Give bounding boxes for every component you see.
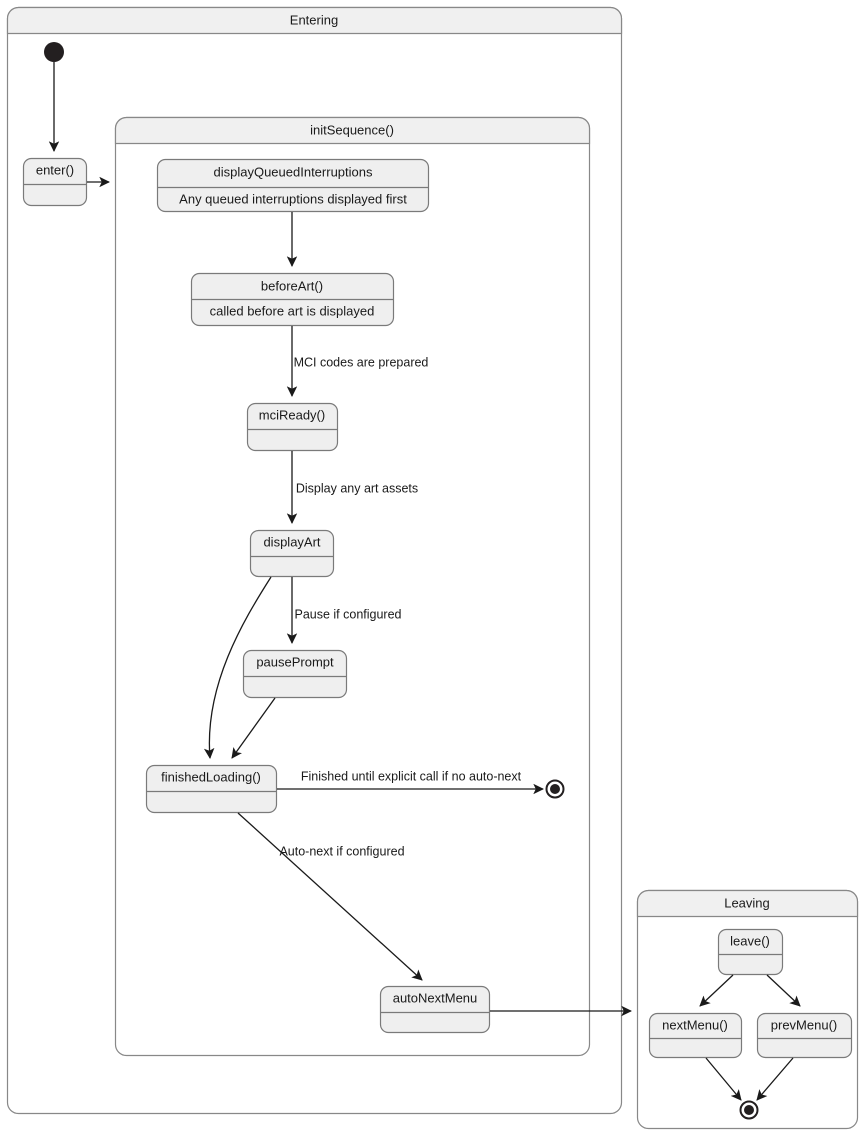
transition-label-mci-codes-prepared: MCI codes are prepared [294,355,429,369]
state-display-queued-interruptions: displayQueuedInterruptions Any queued in… [156,158,430,213]
initsequence-title: initSequence() [310,122,394,137]
initsequence-frame [114,116,591,1057]
state-nextmenu-label: nextMenu() [662,1017,728,1032]
final-state-entering [545,779,565,799]
final-state-entering-ring [545,779,565,799]
state-mciready-box [246,402,339,452]
entering-header-bar [6,6,623,35]
state-prevmenu-box [756,1012,853,1059]
final-state-leaving-ring [739,1100,759,1120]
state-pauseprompt-label: pausePrompt [256,654,334,669]
initsequence-header-bar [114,116,591,145]
state-nextmenu-box [648,1012,743,1059]
state-dqi-box [156,158,430,213]
state-pauseprompt-box [242,649,348,699]
transition-prevmenu-to-final [756,1057,794,1101]
transition-label-finished-until-explicit-call: Finished until explicit call if no auto-… [301,769,522,783]
state-displayart-label: displayArt [263,534,320,549]
state-pause-prompt: pausePrompt [242,649,348,699]
final-state-entering-dot [550,784,560,794]
transition-label-display-art-assets: Display any art assets [296,481,418,495]
state-mci-ready: mciReady() [246,402,339,452]
state-dqi-desc: Any queued interruptions displayed first [179,191,407,206]
state-autonextmenu-box [379,985,491,1034]
leaving-frame [636,889,859,1130]
state-mciready-label: mciReady() [259,407,325,422]
final-state-leaving [739,1100,759,1120]
state-autonextmenu-label: autoNextMenu [393,990,478,1005]
final-state-leaving-dot [744,1105,754,1115]
initial-state-dot [44,42,64,62]
transition-pauseprompt-to-finishedloading [231,697,276,759]
state-enter: enter() [22,157,88,207]
state-leave-label: leave() [730,933,770,948]
entering-title: Entering [290,12,338,27]
transition-leave-to-nextmenu [699,974,734,1007]
state-displayart-box [249,529,335,578]
state-auto-next-menu: autoNextMenu [379,985,491,1034]
state-leave-box [717,928,784,976]
composite-state-leaving: Leaving [636,889,859,1130]
transition-displayart-to-finishedloading [203,576,272,759]
state-dqi-label: displayQueuedInterruptions [214,164,373,179]
state-leave: leave() [717,928,784,976]
transition-nextmenu-to-final [705,1057,742,1101]
leaving-header-bar [636,889,859,918]
transition-finishedloading-to-autonextmenu [237,812,423,981]
state-beforeart-desc: called before art is displayed [210,303,375,318]
state-beforeart-label: beforeArt() [261,278,323,293]
transition-leave-to-prevmenu [766,974,801,1007]
state-enter-label: enter() [36,162,74,177]
composite-state-initsequence: initSequence() [114,116,591,1057]
transition-label-auto-next-if-configured: Auto-next if configured [279,844,404,858]
transition-label-pause-if-configured: Pause if configured [294,607,401,621]
state-enter-box [22,157,88,207]
state-finishedloading-box [145,764,278,814]
state-before-art: beforeArt() called before art is display… [190,272,395,327]
leaving-title: Leaving [724,895,770,910]
state-prev-menu: prevMenu() [756,1012,853,1059]
state-display-art: displayArt [249,529,335,578]
state-next-menu: nextMenu() [648,1012,743,1059]
state-finishedloading-label: finishedLoading() [161,769,261,784]
state-prevmenu-label: prevMenu() [771,1017,837,1032]
initial-state [44,42,64,62]
state-finished-loading: finishedLoading() [145,764,278,814]
